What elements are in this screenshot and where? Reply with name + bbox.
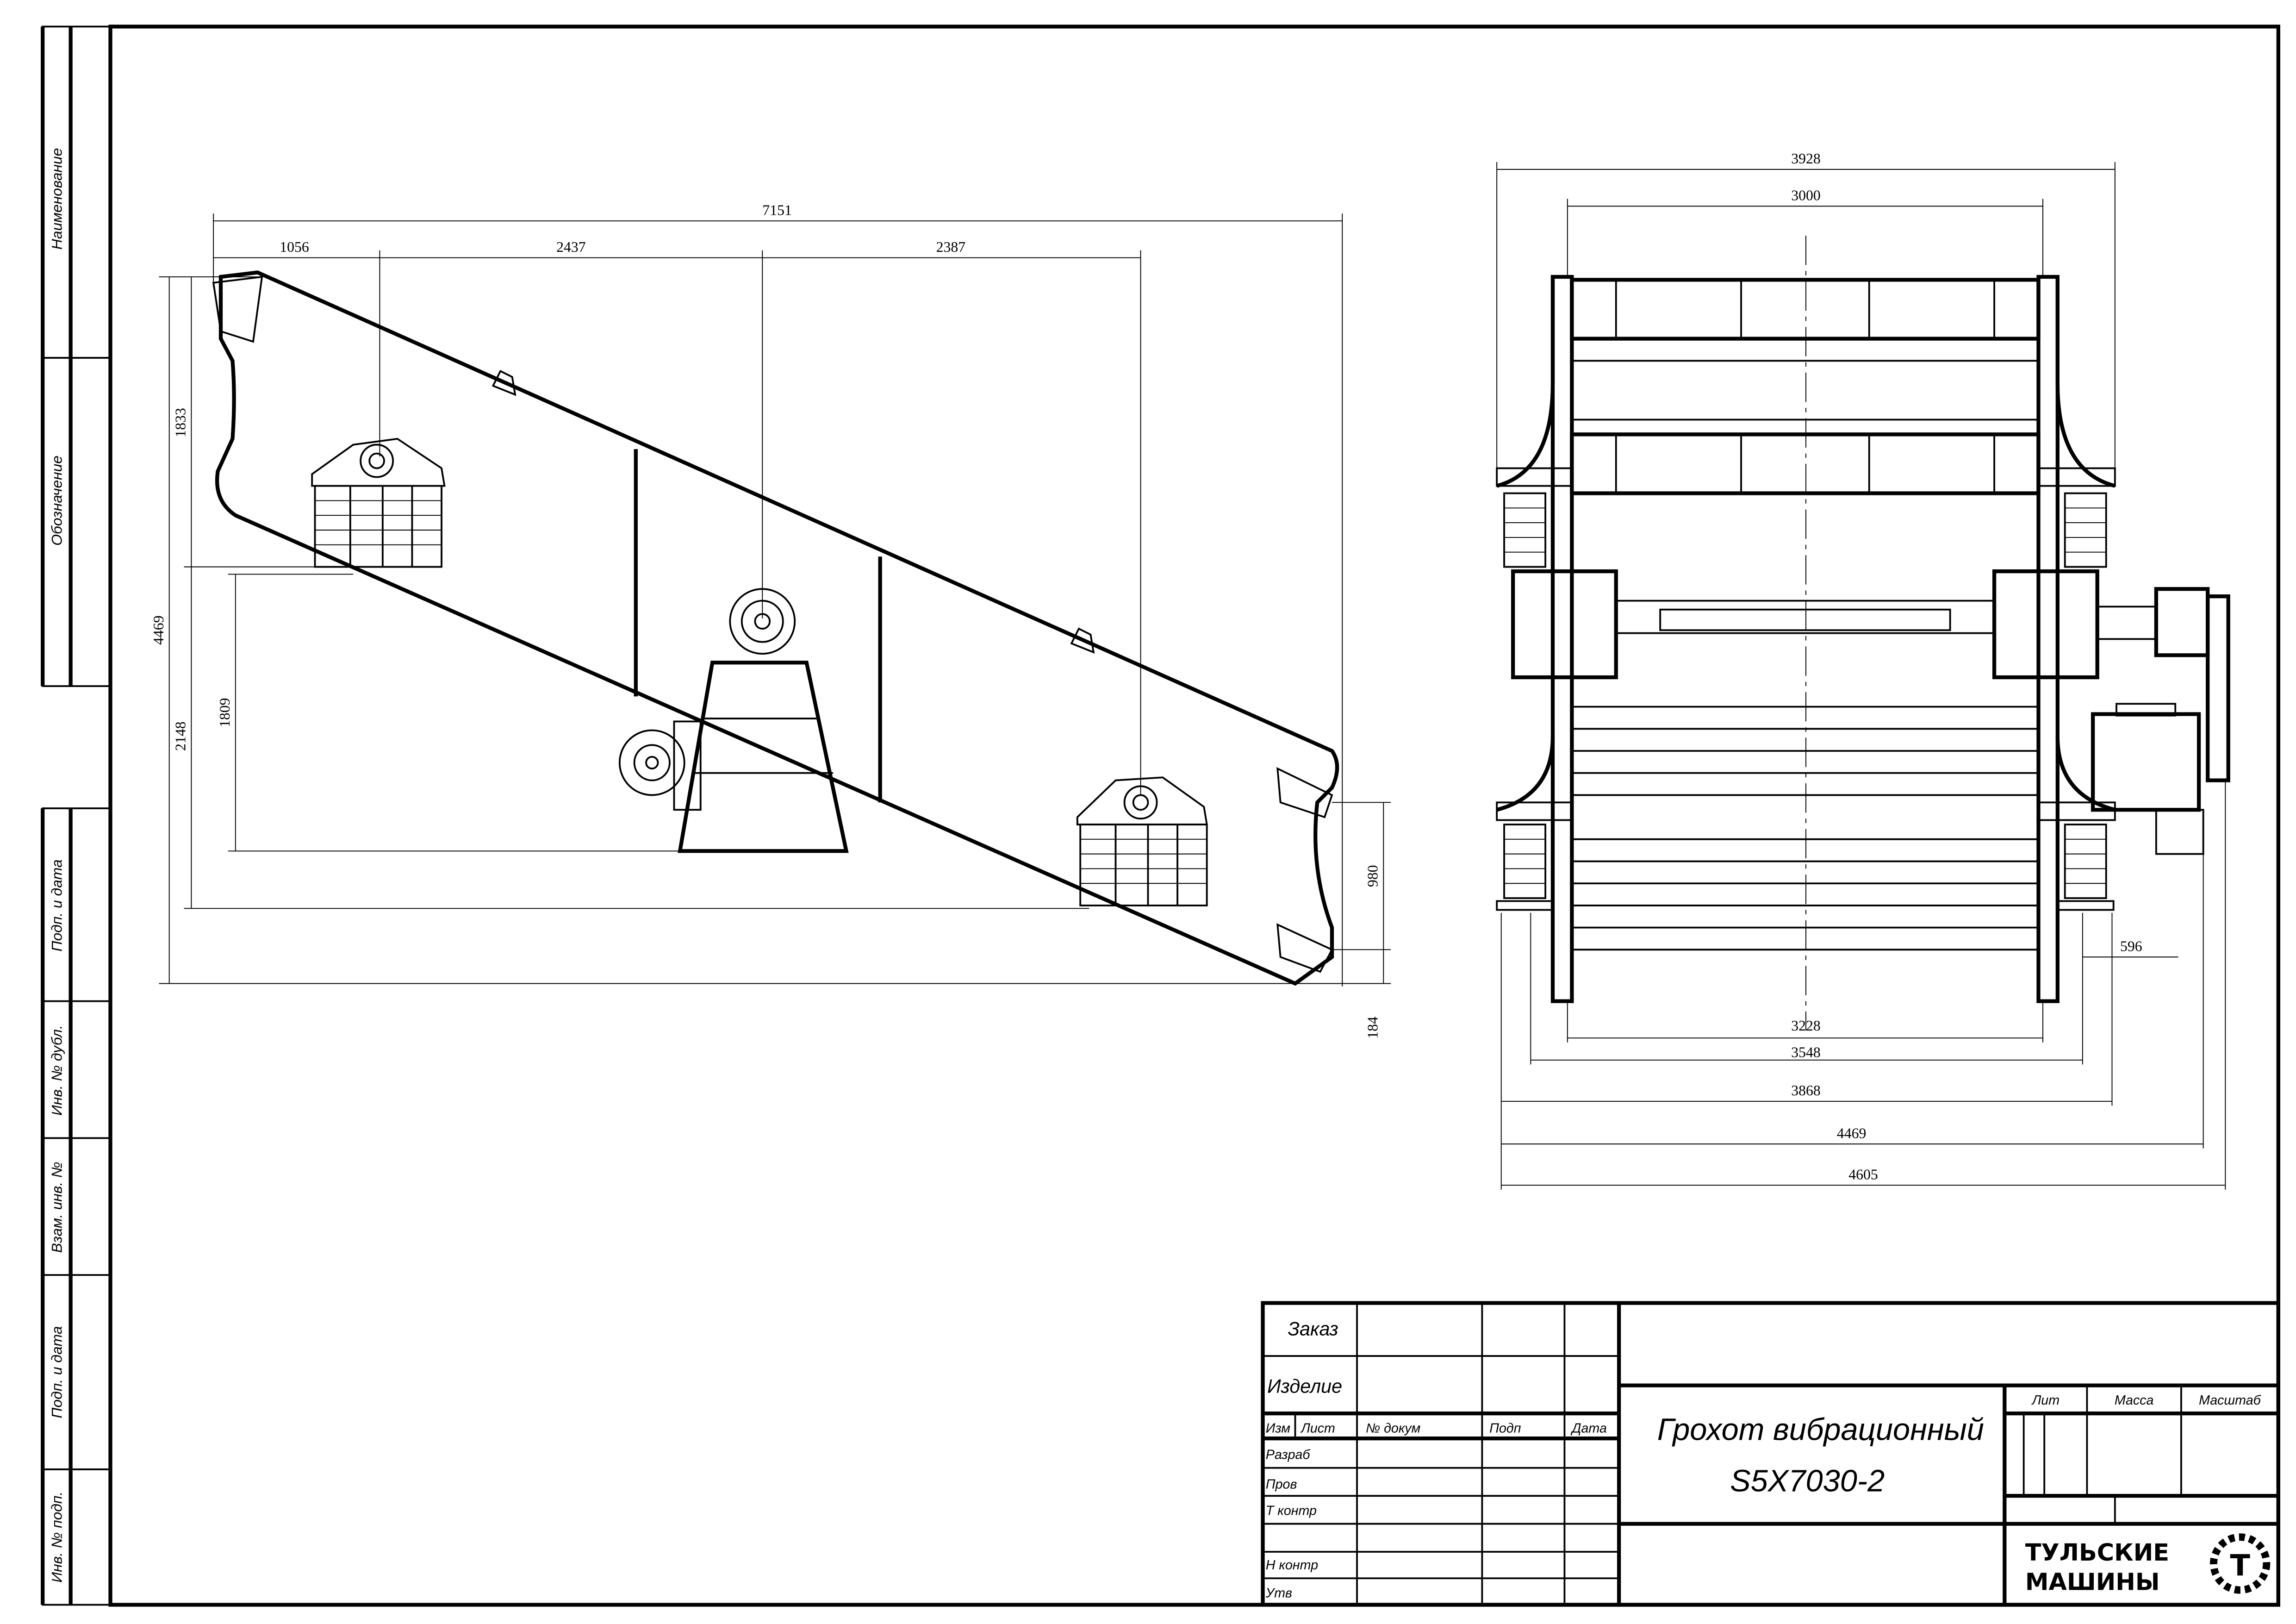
springs-lower (1496, 824, 2115, 911)
dim-3228: 3228 (1791, 1018, 1821, 1034)
side-view: 1056 2437 2387 7151 4469 1833 2148 1809 … (150, 202, 1391, 1039)
dim-596: 596 (2120, 938, 2142, 955)
company-name-1: ТУЛЬСКИЕ (2025, 1539, 2169, 1566)
dim-1809: 1809 (217, 698, 233, 728)
strip-repl-inv: Взам. инв. № (49, 1162, 65, 1253)
dim-3548: 3548 (1791, 1044, 1821, 1060)
order-label: Заказ (1288, 1318, 1338, 1340)
dim-1833: 1833 (173, 408, 189, 437)
exciter-drive (618, 588, 849, 853)
strip-sign-date: Подп. и дата (49, 859, 65, 951)
scale-label: Масштаб (2199, 1393, 2261, 1408)
role-norm-control: Н контр (1266, 1558, 1318, 1573)
dim-7151: 7151 (762, 202, 792, 218)
dim-4469-width: 4469 (1837, 1125, 1867, 1141)
svg-text:Т: Т (2230, 1548, 2250, 1582)
dim-3000: 3000 (1791, 187, 1821, 204)
screen-body (212, 270, 1339, 986)
lit-label: Лит (2031, 1393, 2060, 1408)
dim-3868: 3868 (1791, 1082, 1821, 1099)
side-dimensions: 1056 2437 2387 7151 4469 1833 2148 1809 … (150, 202, 1391, 1039)
dim-1056: 1056 (280, 239, 309, 255)
spring-support-feed (311, 437, 446, 568)
dim-2387: 2387 (936, 239, 966, 255)
company-logo: ТУЛЬСКИЕ МАШИНЫ Т (2025, 1533, 2271, 1596)
strip-dup-inv: Инв. № дубл. (49, 1025, 65, 1116)
dim-2148: 2148 (173, 721, 189, 751)
product-label: Изделие (1267, 1376, 1342, 1397)
dim-980: 980 (1365, 865, 1381, 887)
drawing-model: S5X7030-2 (1730, 1464, 1885, 1499)
end-view: 3928 3000 3228 3548 3868 4469 4605 596 (1496, 150, 2230, 1190)
dim-3928: 3928 (1791, 150, 1821, 167)
dim-4605: 4605 (1848, 1166, 1878, 1182)
gear-icon (2209, 1533, 2271, 1594)
strip-sign-date-2: Подп. и дата (49, 1326, 65, 1418)
end-dimensions: 3928 3000 3228 3548 3868 4469 4605 596 (1496, 150, 2226, 1190)
motor (2091, 703, 2204, 855)
drawing-frame (108, 25, 2280, 1607)
mass-label: Масса (2115, 1393, 2154, 1408)
strip-designation: Обозначение (49, 456, 65, 546)
side-strip: Наименование Обозначение Подп. и дата Ин… (41, 25, 112, 1606)
springs-upper (1503, 492, 2107, 568)
spring-support-discharge (1076, 776, 1208, 906)
col-izm: Изм (1266, 1421, 1290, 1436)
role-approved: Утв (1265, 1586, 1292, 1601)
dim-4469: 4469 (150, 615, 167, 645)
exciter-shaft (1511, 569, 2230, 782)
col-list: Лист (1300, 1421, 1335, 1436)
company-name-2: МАШИНЫ (2025, 1568, 2160, 1596)
role-tech-control: Т контр (1266, 1504, 1317, 1518)
role-checker: Пров (1266, 1477, 1297, 1492)
drawing-title: Грохот вибрационный (1657, 1412, 1984, 1447)
col-date: Дата (1570, 1421, 1606, 1436)
strip-name: Наименование (49, 148, 65, 250)
title-block: Заказ Изделие Изм Лист № докум Подп Дата… (1261, 1301, 2280, 1607)
strip-orig-inv: Инв. № подп. (49, 1492, 65, 1583)
dim-184: 184 (1365, 1017, 1381, 1039)
dim-2437: 2437 (556, 239, 586, 255)
col-sign: Подп (1489, 1421, 1521, 1436)
col-doc: № докум (1366, 1421, 1420, 1436)
role-developer: Разраб (1266, 1448, 1310, 1462)
